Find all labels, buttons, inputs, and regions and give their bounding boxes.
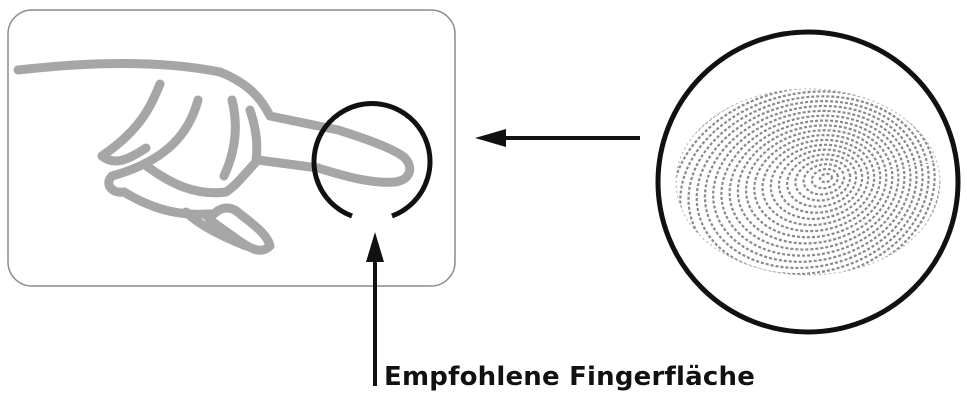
fingerprint-ridge	[769, 143, 870, 220]
fingerprint-ridge	[786, 153, 858, 208]
fingerprint-ridge	[695, 100, 924, 275]
fingerprint-ridge	[818, 172, 834, 184]
fingerprint-ridge	[810, 167, 840, 190]
fingerprint-ridge	[703, 104, 918, 270]
fingerprint-outline	[675, 88, 941, 276]
pointing-hand-icon	[13, 58, 415, 255]
fingerprint-ridge	[794, 158, 852, 202]
fingerprint-ridge	[720, 114, 906, 257]
magnifier-circle	[655, 29, 961, 335]
fingerprint-ridge	[753, 134, 882, 233]
fingerprint-ridge	[687, 95, 930, 275]
finger-area-ring	[311, 101, 433, 219]
fingerprint-ridge	[712, 109, 912, 263]
fingerprint-ridge	[761, 138, 876, 227]
arrow-up-icon	[366, 232, 384, 386]
recommended-finger-area-label: Empfohlene Fingerfläche	[384, 362, 756, 392]
fingerprint-ridge	[802, 163, 846, 196]
fingerprint-ridge	[777, 148, 864, 214]
arrow-left-icon	[475, 129, 640, 147]
fingerprint-ridge	[736, 124, 894, 245]
